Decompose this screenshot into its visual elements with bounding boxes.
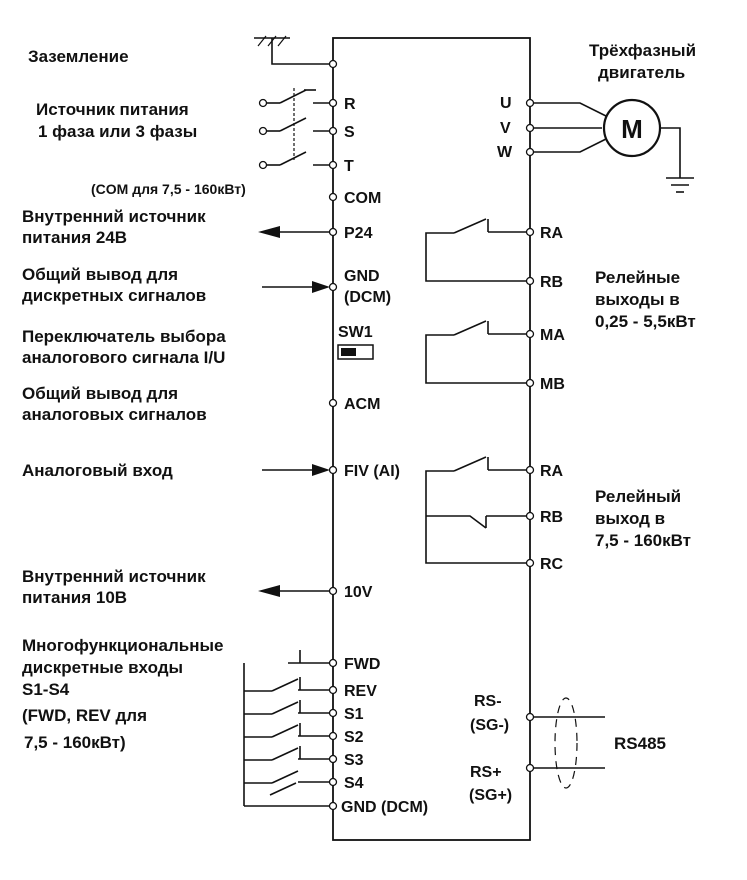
label-10v-1: Внутренний источник bbox=[22, 567, 206, 586]
term-acm bbox=[328, 398, 338, 408]
power-input-switch bbox=[258, 88, 338, 170]
pin-ra-2: RA bbox=[540, 463, 564, 480]
label-relay1-3: 0,25 - 5,5кВт bbox=[595, 312, 696, 331]
pin-sg-plus: (SG+) bbox=[469, 787, 512, 804]
pin-t: T bbox=[344, 158, 354, 175]
label-power-2: 1 фаза или 3 фазы bbox=[38, 122, 197, 141]
pin-s4: S4 bbox=[344, 775, 364, 792]
label-acm-1: Общий вывод для bbox=[22, 384, 178, 403]
label-ground: Заземление bbox=[28, 47, 129, 66]
label-relay1-1: Релейные bbox=[595, 268, 680, 287]
term-fiv bbox=[328, 465, 338, 475]
pin-rs-plus: RS+ bbox=[470, 764, 502, 781]
relay-3 bbox=[425, 456, 535, 568]
pin-sw1: SW1 bbox=[338, 324, 373, 341]
label-sw-1: Переключатель выбора bbox=[22, 327, 226, 346]
label-motor-2: двигатель bbox=[598, 63, 685, 82]
label-com-note: (COM для 7,5 - 160кВт) bbox=[91, 181, 246, 197]
label-p24-2: питания 24В bbox=[22, 228, 127, 247]
term-10v bbox=[328, 586, 338, 596]
label-sw-2: аналогового сигнала I/U bbox=[22, 348, 225, 367]
pin-s2: S2 bbox=[344, 729, 364, 746]
label-relay2-3: 7,5 - 160кВт bbox=[595, 531, 691, 550]
term-com bbox=[328, 192, 338, 202]
pin-v: V bbox=[500, 120, 511, 137]
pin-gnd: GND bbox=[344, 268, 380, 285]
pin-r: R bbox=[344, 96, 356, 113]
pin-s: S bbox=[344, 124, 355, 141]
label-di-3: S1-S4 bbox=[22, 680, 70, 699]
pin-ra-1: RA bbox=[540, 225, 564, 242]
pin-rb-1: RB bbox=[540, 274, 563, 291]
pin-s3: S3 bbox=[344, 752, 364, 769]
v10-arrow bbox=[258, 585, 330, 597]
pin-sg-minus: (SG-) bbox=[470, 717, 509, 734]
sw1-switch-icon bbox=[337, 344, 374, 360]
inverter-body bbox=[332, 37, 531, 841]
rs485-connection bbox=[525, 697, 605, 789]
relay-1 bbox=[425, 218, 535, 286]
pin-fwd: FWD bbox=[344, 656, 380, 673]
pin-rev: REV bbox=[344, 683, 377, 700]
label-relay2-1: Релейный bbox=[595, 487, 681, 506]
p24-arrow bbox=[258, 226, 330, 238]
label-gnd-1: Общий вывод для bbox=[22, 265, 178, 284]
pin-mb: MB bbox=[540, 376, 565, 393]
label-acm-2: аналоговых сигналов bbox=[22, 405, 207, 424]
pin-ma: MA bbox=[540, 327, 565, 344]
pin-u: U bbox=[500, 95, 512, 112]
term-gnd bbox=[328, 282, 338, 292]
label-10v-2: питания 10В bbox=[22, 588, 127, 607]
gnd-arrow bbox=[262, 281, 330, 293]
label-motor-1: Трёхфазный bbox=[589, 41, 696, 60]
label-relay2-2: выход в bbox=[595, 509, 665, 528]
motor-connection: M bbox=[525, 98, 694, 193]
pin-s1: S1 bbox=[344, 706, 364, 723]
pin-fiv: FIV (AI) bbox=[344, 463, 400, 480]
ground-top-symbol bbox=[254, 35, 338, 69]
label-ai: Аналоговый вход bbox=[22, 461, 173, 480]
relay-2 bbox=[425, 320, 535, 388]
pin-gnd-dcm: GND (DCM) bbox=[341, 799, 428, 816]
pin-rb-2: RB bbox=[540, 509, 563, 526]
label-rs485: RS485 bbox=[614, 734, 666, 753]
motor-symbol: M bbox=[621, 114, 643, 144]
label-p24-1: Внутренний источник bbox=[22, 207, 206, 226]
label-power-1: Источник питания bbox=[36, 100, 189, 119]
label-di-4: (FWD, REV для bbox=[22, 706, 147, 725]
label-relay1-2: выходы в bbox=[595, 290, 680, 309]
pin-acm: ACM bbox=[344, 396, 380, 413]
pin-rc: RC bbox=[540, 556, 564, 573]
pin-10v: 10V bbox=[344, 584, 373, 601]
term-p24 bbox=[328, 227, 338, 237]
label-di-5: 7,5 - 160кВт) bbox=[24, 733, 126, 752]
digital-inputs bbox=[243, 650, 338, 811]
pin-p24: P24 bbox=[344, 225, 373, 242]
pin-w: W bbox=[497, 144, 513, 161]
ai-arrow bbox=[262, 464, 330, 476]
pin-com: COM bbox=[344, 190, 381, 207]
label-di-1: Многофункциональные bbox=[22, 636, 223, 655]
pin-rs-minus: RS- bbox=[474, 693, 502, 710]
pin-dcm: (DCM) bbox=[344, 289, 391, 306]
label-gnd-2: дискретных сигналов bbox=[22, 286, 206, 305]
label-di-2: дискретные входы bbox=[22, 658, 183, 677]
